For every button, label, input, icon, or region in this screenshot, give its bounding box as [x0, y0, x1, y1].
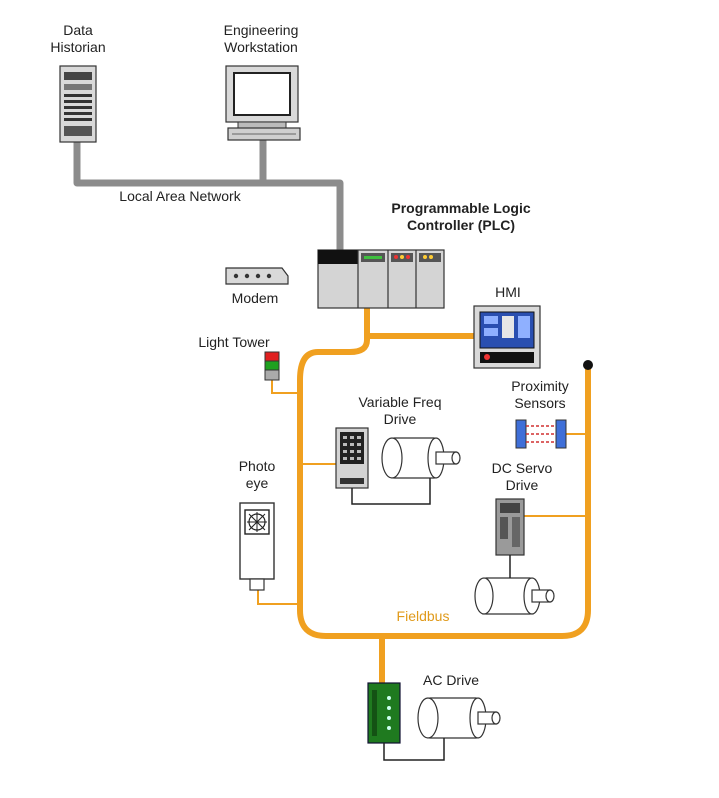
modem-label: Modem [231, 290, 279, 306]
fieldbus-label: Fieldbus [396, 608, 450, 624]
data-historian-server-icon [59, 65, 97, 143]
modem-icon [225, 267, 289, 285]
engineering-workstation-icon [225, 65, 301, 141]
fieldbus-drops [257, 380, 588, 605]
ac-drive-label: AC Drive [422, 672, 479, 688]
photo-eye-icon [239, 502, 275, 591]
plc-rack-icon [317, 249, 445, 309]
hmi-label: HMI [495, 284, 521, 300]
fieldbus-line [297, 305, 591, 686]
variable-freq-drive-icon [335, 427, 369, 489]
vfd-motor-cable [351, 478, 431, 505]
light-tower-label: Light Tower [198, 334, 270, 350]
proximity-sensors-icon [515, 419, 567, 449]
ac-drive-icon [367, 682, 401, 744]
ac-motor-icon [417, 697, 501, 739]
local-area-network-line [73, 140, 344, 252]
vfd-motor-icon [381, 437, 461, 479]
dc-servo-drive-icon [495, 498, 525, 556]
dc-servo-motor-icon [474, 577, 555, 615]
hmi-panel-icon [473, 305, 541, 369]
local-area-network-label: Local Area Network [119, 188, 241, 204]
ac-motor-cable [383, 738, 445, 761]
light-tower-icon [264, 351, 280, 381]
fieldbus-terminator [583, 360, 593, 370]
